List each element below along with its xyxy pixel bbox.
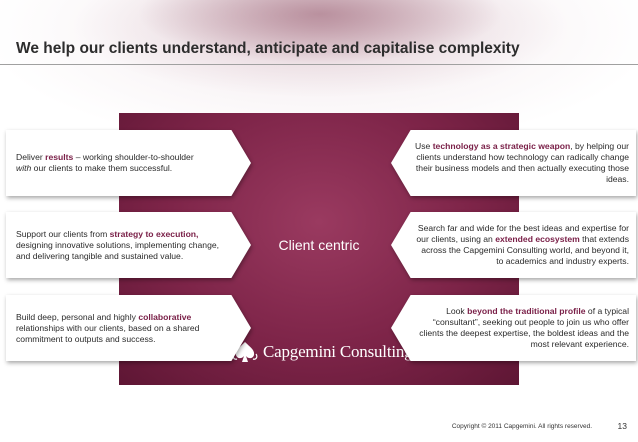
slide-title: We help our clients understand, anticipa… [16, 40, 520, 57]
left-card-results: Deliver results – working shoulder-to-sh… [6, 130, 251, 196]
highlight-text: extended ecosystem [495, 234, 580, 244]
text-run: relationships with our clients, based on… [16, 322, 200, 344]
page-number: 13 [617, 421, 627, 431]
text-run: that extends across the Capgemini Consul… [421, 234, 629, 266]
text-run: Build deep, personal and highly [16, 311, 139, 322]
right-card-text: Look beyond the traditional profile of a… [391, 306, 636, 350]
text-run: Support our clients from [16, 228, 110, 239]
right-card-text: Use technology as a strategic weapon, by… [391, 141, 636, 185]
capgemini-logo: Capgemini Consulting [231, 339, 421, 365]
right-card-ecosystem: Search far and wide for the best ideas a… [391, 212, 636, 278]
left-card-text: Deliver results – working shoulder-to-sh… [6, 152, 220, 174]
text-run: Deliver [16, 152, 46, 162]
left-card-text: Build deep, personal and highly collabor… [6, 312, 251, 345]
text-run: Use [415, 141, 433, 151]
text-run: our clients to make them successful. [31, 163, 173, 173]
highlight-text: results [45, 152, 74, 162]
text-run: Search far and wide for the best ideas a… [416, 223, 629, 244]
highlight-text: collaborative [138, 311, 192, 322]
right-card-profile: Look beyond the traditional profile of a… [391, 295, 636, 361]
highlight-text: beyond the traditional profile [467, 306, 586, 316]
emphasis-text: with [16, 163, 32, 173]
right-card-text: Search far and wide for the best ideas a… [391, 223, 636, 267]
text-run: – working shoulder-to-shoulder [73, 152, 194, 162]
text-run: of a typical “consultant”, seeking out p… [419, 306, 629, 349]
text-run: designing innovative solutions, implemen… [16, 239, 220, 261]
spade-logo-icon [232, 342, 258, 362]
highlight-text: strategy to execution, [109, 228, 199, 239]
text-run: Look [446, 306, 468, 316]
left-card-collaborative: Build deep, personal and highly collabor… [6, 295, 251, 361]
text-run: , by helping our clients understand how … [415, 141, 629, 184]
right-card-technology: Use technology as a strategic weapon, by… [391, 130, 636, 196]
highlight-text: technology as a strategic weapon [432, 141, 571, 151]
copyright-notice: Copyright © 2011 Capgemini. All rights r… [451, 423, 592, 430]
left-card-strategy: Support our clients from strategy to exe… [6, 212, 251, 278]
logo-text: Capgemini Consulting [263, 342, 413, 361]
left-card-text: Support our clients from strategy to exe… [6, 229, 251, 262]
title-divider [0, 64, 638, 65]
center-label: Client centric [278, 237, 360, 253]
